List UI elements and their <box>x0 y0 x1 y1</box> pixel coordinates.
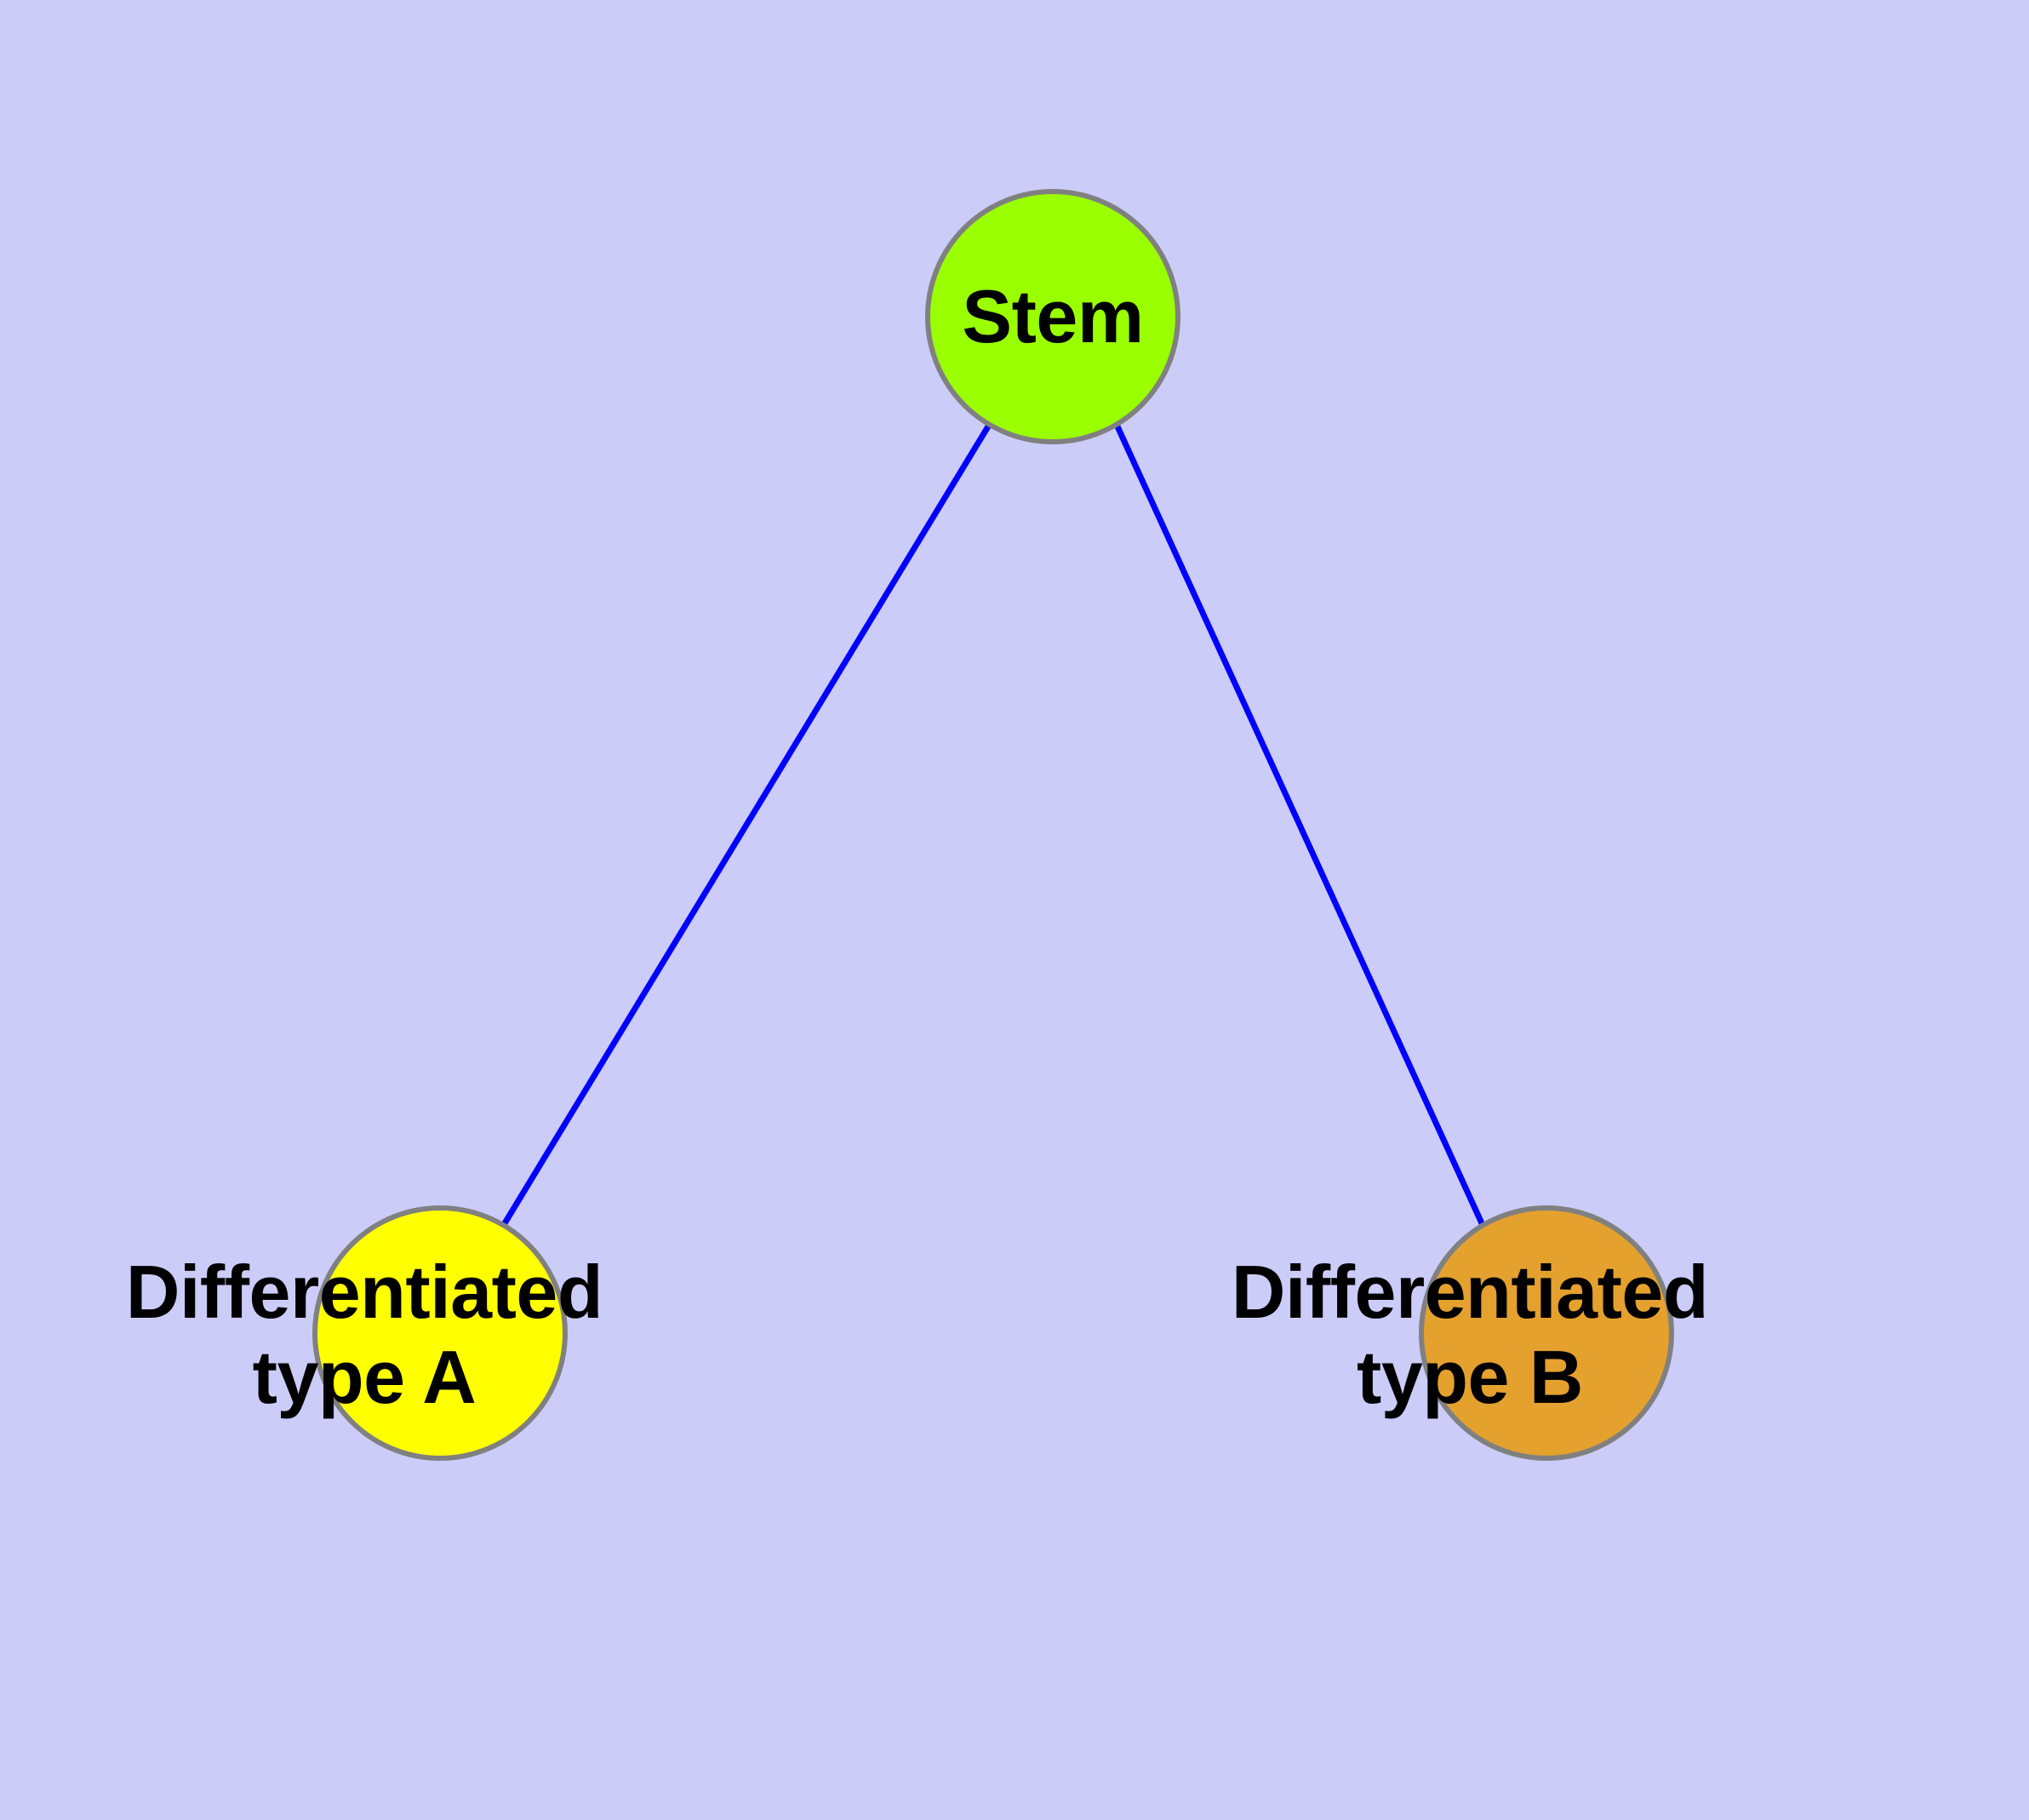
node-stem[interactable] <box>925 189 1180 444</box>
edge-stem-to-differentiated-type-b[interactable] <box>1114 425 1485 1225</box>
node-differentiated-type-b[interactable] <box>1419 1205 1674 1461</box>
node-differentiated-type-a[interactable] <box>312 1205 568 1461</box>
edge-stem-to-differentiated-type-a[interactable] <box>502 425 991 1225</box>
